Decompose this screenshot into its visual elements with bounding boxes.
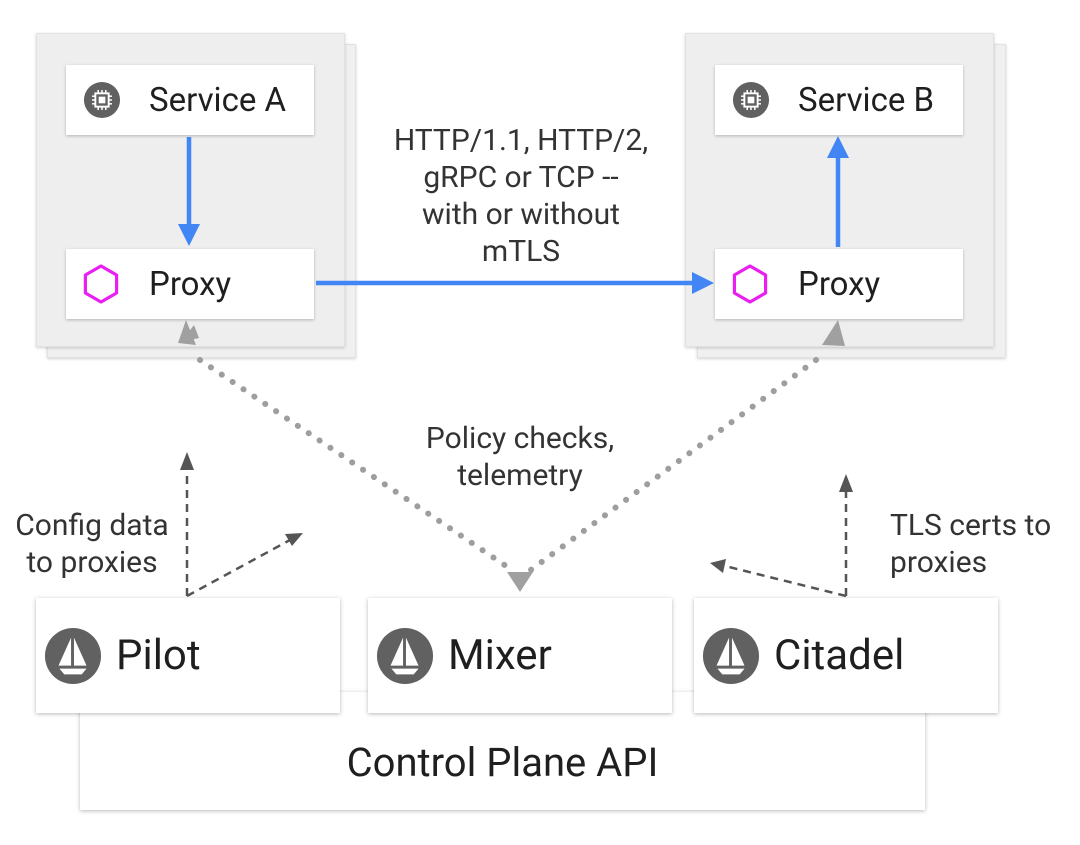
proxy-b-card[interactable]: Proxy: [715, 249, 963, 319]
config-line-2: to proxies: [26, 545, 158, 580]
policy-line-2: telemetry: [457, 458, 583, 493]
proxy-a-card[interactable]: Proxy: [66, 249, 314, 319]
policy-line-1: Policy checks,: [425, 421, 615, 456]
dashed-citadel-certs: [724, 490, 848, 598]
chip-icon: [83, 81, 121, 119]
mixer-card[interactable]: Mixer: [368, 598, 672, 713]
tls-annotation: TLS certs to proxies: [880, 507, 1070, 581]
proxy-a-label: Proxy: [149, 264, 232, 304]
citadel-card[interactable]: Citadel: [694, 598, 998, 713]
protocol-line-1: HTTP/1.1, HTTP/2,: [393, 123, 649, 158]
mixer-label: Mixer: [448, 631, 552, 680]
sail-icon: [702, 627, 760, 684]
protocol-line-3: with or without: [422, 197, 620, 232]
hexagon-icon: [83, 264, 119, 304]
sail-icon: [376, 627, 434, 684]
pilot-card[interactable]: Pilot: [36, 598, 340, 713]
protocol-annotation: HTTP/1.1, HTTP/2, gRPC or TCP -- with or…: [362, 122, 680, 270]
service-b-card[interactable]: Service B: [715, 65, 963, 135]
service-b-label: Service B: [798, 80, 935, 120]
control-plane-api-label: Control Plane API: [346, 738, 659, 786]
protocol-line-2: gRPC or TCP --: [423, 160, 619, 195]
service-a-label: Service A: [149, 80, 287, 120]
chip-icon: [732, 81, 770, 119]
tls-line-1: TLS certs to: [890, 508, 1052, 543]
sail-icon: [44, 627, 102, 684]
mixer-arrowhead: [507, 572, 533, 592]
service-a-card[interactable]: Service A: [66, 65, 314, 135]
tls-line-2: proxies: [890, 545, 988, 580]
proxy-b-label: Proxy: [798, 264, 881, 304]
dashed-pilot-config: [185, 468, 291, 598]
hexagon-icon: [732, 264, 768, 304]
citadel-label: Citadel: [774, 631, 905, 680]
policy-annotation: Policy checks, telemetry: [385, 420, 655, 494]
protocol-line-4: mTLS: [481, 234, 561, 269]
arrow-proxy-a-to-proxy-b: [316, 272, 714, 294]
config-line-1: Config data: [15, 508, 169, 543]
config-annotation: Config data to proxies: [2, 507, 182, 581]
pilot-label: Pilot: [116, 631, 201, 680]
